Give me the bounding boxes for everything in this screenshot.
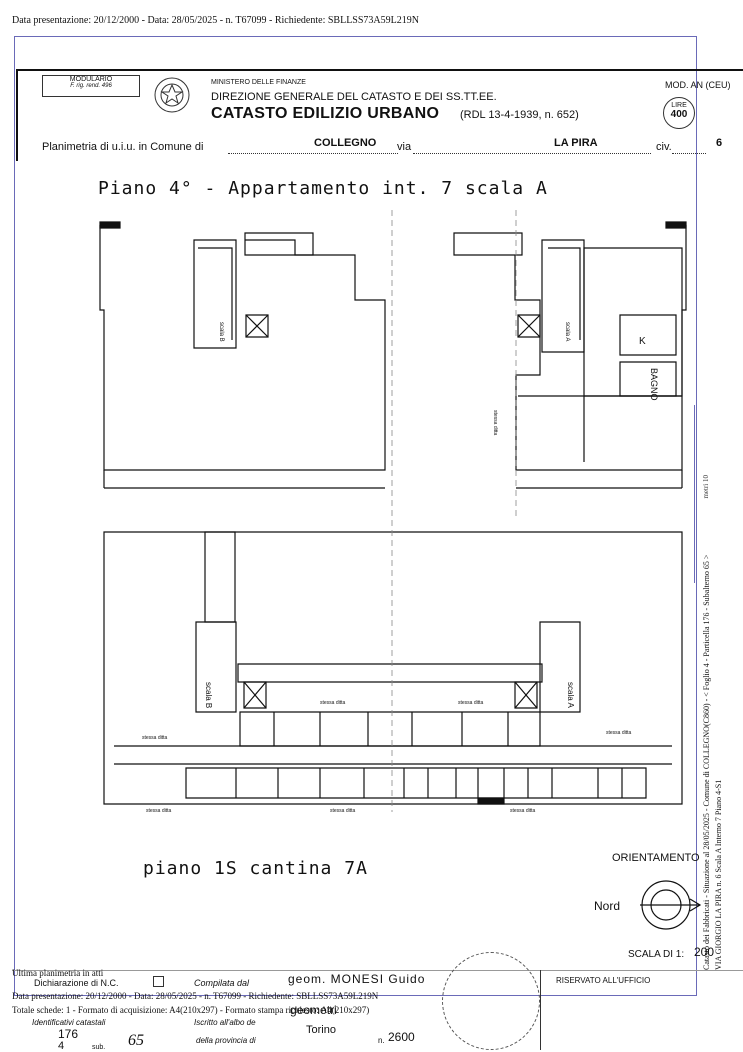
orientamento-label: ORIENTAMENTO xyxy=(612,852,700,864)
mod-text: MOD. AN (CEU) xyxy=(665,80,731,90)
via-value: LA PIRA xyxy=(554,137,598,149)
drawing-title-bottom: piano 1S cantina 7A xyxy=(143,858,368,879)
modulario-label: MODULARIO xyxy=(69,76,113,83)
ministry-text: MINISTERO DELLE FINANZE xyxy=(211,79,306,86)
scala-value: 200 xyxy=(694,945,715,959)
stessa-ditta-label: stessa ditta xyxy=(142,735,168,741)
footer-presentation-line: Data presentazione: 20/12/2000 - Data: 2… xyxy=(12,991,379,1001)
drawing-title-top: Piano 4° - Appartamento int. 7 scala A xyxy=(98,178,548,199)
ultima-planimetria: Ultima planimetria in atti xyxy=(12,968,104,978)
stessa-ditta-label: stessa ditta xyxy=(458,700,484,706)
compilata-label: Compilata dal xyxy=(194,978,250,988)
stessa-ditta-label: stessa ditta xyxy=(510,808,536,814)
iscritto-value: geometri xyxy=(290,1003,337,1017)
header-box: MODULARIO F. rig. rend. 496 MINISTERO DE… xyxy=(16,69,743,161)
official-stamp xyxy=(442,952,540,1050)
lire-value: 400 xyxy=(670,109,688,120)
footer-divider xyxy=(12,970,743,971)
planimetria-label: Planimetria di u.i.u. in Comune di xyxy=(42,141,204,153)
civ-dots xyxy=(672,153,706,154)
scale-bar xyxy=(694,405,695,583)
dichiarazione-checkbox xyxy=(153,976,164,987)
emblem-icon xyxy=(152,75,192,115)
side-text-line2: VIA GIORGIO LA PIRA n. 6 Scala A Interno… xyxy=(714,779,723,970)
metri-label: metri 10 xyxy=(702,475,710,499)
provincia-label: della provincia di xyxy=(196,1036,256,1045)
identificativi-label: Identificativi catastali xyxy=(32,1018,106,1027)
dichiarazione-label: Dichiarazione di N.C. xyxy=(34,978,119,988)
via-dots xyxy=(413,153,651,154)
riservato-label: RISERVATO ALL'UFFICIO xyxy=(556,976,651,985)
n-value: 2600 xyxy=(388,1030,415,1044)
scala-a-label-bottom: scala A xyxy=(566,682,575,708)
provincia-value: Torino xyxy=(306,1024,336,1036)
stessa-ditta-label: stessa ditta xyxy=(330,808,356,814)
civ-value: 6 xyxy=(716,137,723,149)
foglio-value: 176 xyxy=(58,1027,79,1041)
compilata-value: geom. MONESI Guido xyxy=(288,972,426,986)
lire-stamp: LIRE 400 xyxy=(663,97,695,129)
lire-label: LIRE xyxy=(671,102,687,109)
scala-b-label-top: scala B xyxy=(218,322,224,342)
comune-dots xyxy=(228,153,398,154)
sub-value: 65 xyxy=(128,1032,144,1049)
totale-schede: Totale schede: 1 - Formato di acquisizio… xyxy=(12,1005,370,1015)
stessa-ditta-label: stessa ditta xyxy=(320,700,346,706)
scan-frame xyxy=(14,36,697,996)
scala-label: SCALA DI 1: xyxy=(628,949,685,960)
stessa-ditta-label: stessa ditta xyxy=(146,808,172,814)
scala-b-label-bottom: scala B xyxy=(204,682,213,709)
iscritto-label: Iscritto all'albo de xyxy=(194,1018,256,1027)
stessa-ditta-label: stessa ditta xyxy=(492,410,498,436)
n-label: n. xyxy=(378,1036,385,1045)
room-bagno-label: BAGNO xyxy=(649,368,659,401)
sub-label: sub. xyxy=(92,1044,106,1051)
rdl-text: (RDL 13-4-1939, n. 652) xyxy=(460,109,579,121)
presentation-line: Data presentazione: 20/12/2000 - Data: 2… xyxy=(12,15,419,26)
room-k-label: K xyxy=(639,336,646,347)
direzione-text: DIREZIONE GENERALE DEL CATASTO E DEI SS.… xyxy=(211,91,497,103)
stessa-ditta-label: stessa ditta xyxy=(606,730,632,736)
civ-label: civ. xyxy=(656,141,672,153)
side-text-line1: Catasto dei Fabbricati - Situazione al 2… xyxy=(702,554,711,970)
via-label: via xyxy=(397,141,412,153)
particella-value: 4 xyxy=(58,1040,65,1052)
modulario-sub: F. rig. rend. 496 xyxy=(70,83,112,89)
comune-value: COLLEGNO xyxy=(314,137,377,149)
scala-a-label-top: scala A xyxy=(564,322,570,342)
nord-label: Nord xyxy=(594,899,621,913)
catasto-title: CATASTO EDILIZIO URBANO xyxy=(211,105,440,122)
modulario-box: MODULARIO F. rig. rend. 496 xyxy=(42,75,140,97)
riservato-divider xyxy=(540,970,541,1050)
